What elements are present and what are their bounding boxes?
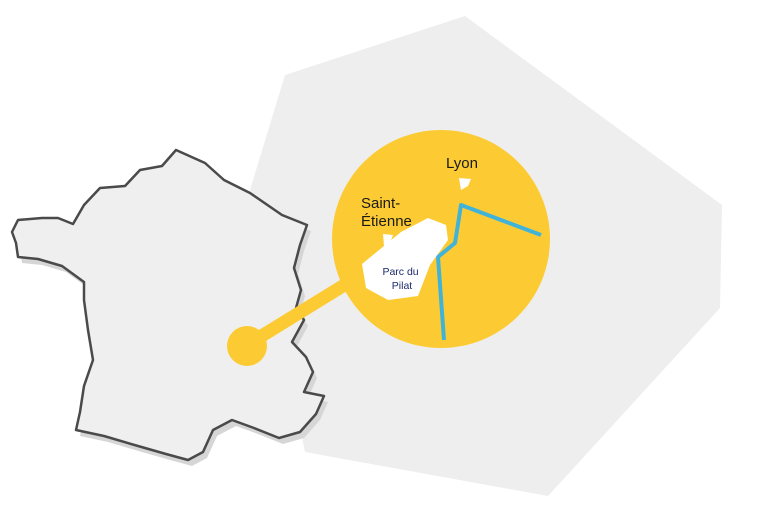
park-name-line2: Pilat [392,280,413,292]
location-dot [227,326,267,366]
saint-etienne-marker-icon [383,234,393,246]
parc-du-pilat-area [362,218,448,300]
lyon-label: Lyon [446,155,478,172]
park-name-line1: Parc du [382,266,418,278]
france-map [10,148,326,462]
saint-etienne-label-line1: Saint- [361,195,400,212]
lyon-marker-icon [459,178,471,190]
saint-etienne-label-line2: Étienne [361,213,412,230]
saint-etienne-label: Saint- Étienne [361,195,412,230]
parc-du-pilat-label: Parc du Pilat [382,266,421,292]
river-rhone [436,203,542,341]
